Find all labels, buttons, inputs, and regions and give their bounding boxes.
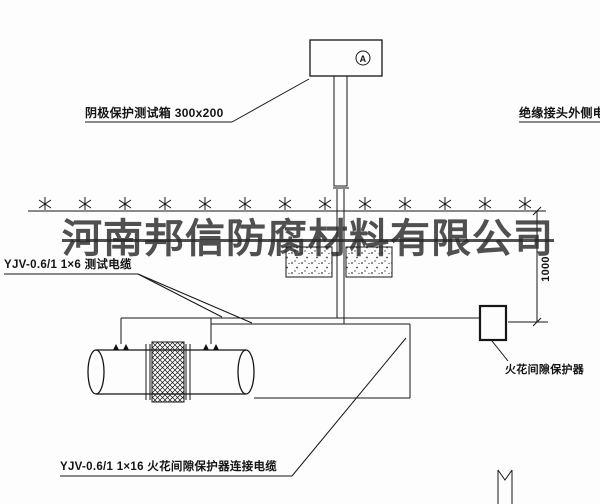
dimension-line (508, 206, 548, 327)
company-watermark: 河南邦信防腐材料有限公司 (62, 216, 554, 261)
pipe-riser-symbol (497, 469, 513, 504)
test-box (309, 39, 383, 77)
spark-gap-label: 火花间隙保护器 (505, 364, 585, 376)
insulated-joint (151, 341, 185, 403)
test-box-label: 阴极保护测试箱 300x200 (85, 106, 224, 120)
spark-gap-cable-label: YJV-0.6/1 1×16 火花间隙保护器连接电缆 (60, 461, 278, 473)
leader-lines (4, 78, 600, 477)
cable-runs (120, 317, 480, 399)
terminal-circle (355, 50, 371, 66)
test-cable-label: YJV-0.6/1 1×6 测试电缆 (4, 259, 132, 271)
terminal-letter: A (359, 54, 367, 64)
insulated-joint-cable-label: 绝缘接头外侧电缆 (519, 106, 600, 120)
spark-gap-box (478, 304, 508, 342)
concrete-block-left (285, 246, 333, 278)
pipe-end-cap-right (237, 349, 255, 395)
test-box-post (333, 75, 348, 187)
pipe-end-cap-left (87, 349, 105, 395)
concrete-block-right (345, 246, 393, 278)
joint-flanges (145, 344, 191, 400)
cable-weld-terminals (113, 344, 219, 350)
